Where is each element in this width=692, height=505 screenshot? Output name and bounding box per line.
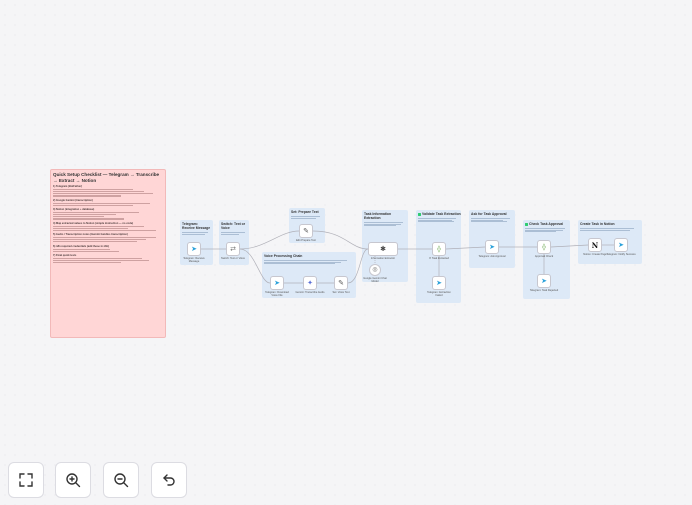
telegram-icon: ➤ (436, 279, 442, 287)
node-notion-create[interactable]: N (588, 238, 602, 252)
node-approval-check[interactable]: ⟠ (537, 240, 551, 254)
telegram-icon: ➤ (541, 277, 547, 285)
zoom-in-icon (66, 473, 81, 488)
node-if-task-extracted[interactable]: ⟠ (432, 242, 446, 256)
node-download-voice[interactable]: ➤ (270, 276, 284, 290)
checklist-title: Quick Setup Checklist — Telegram → Trans… (53, 172, 160, 183)
if-icon: ⟠ (542, 243, 546, 251)
node-information-extractor[interactable]: ✱ (368, 242, 398, 256)
edge (239, 230, 300, 250)
sticky-voice-chain[interactable]: Voice Processing Chain (262, 252, 356, 298)
telegram-icon: ➤ (191, 245, 197, 253)
checklist-section: 7) Final quick tests (53, 254, 77, 257)
node-gemini-model[interactable]: ◎ (369, 264, 381, 276)
checklist-section: 1) Telegram (BotFather) (53, 185, 83, 189)
node-transcribe[interactable]: ✦ (303, 276, 317, 290)
edge (239, 248, 271, 284)
edge (550, 244, 589, 248)
zoom-out-button[interactable] (103, 462, 139, 498)
checklist-section: 3) Notion (integration + database) (53, 208, 95, 212)
edge (445, 246, 486, 250)
edge (347, 248, 369, 284)
node-notify-success[interactable]: ➤ (614, 238, 628, 252)
ai-icon: ✱ (380, 245, 386, 253)
if-icon: ⟠ (437, 245, 441, 253)
pen-icon: ✎ (303, 227, 309, 235)
sticky-ask-approval[interactable]: Ask for Task Approval (469, 210, 515, 268)
node-telegram-receive[interactable]: ➤ (187, 242, 201, 256)
fit-view-button[interactable] (8, 462, 44, 498)
pen-icon: ✎ (338, 279, 344, 287)
telegram-icon: ➤ (489, 243, 495, 251)
edge (312, 230, 369, 250)
node-ask-approval[interactable]: ➤ (485, 240, 499, 254)
node-switch[interactable]: ⇄ (226, 242, 240, 256)
reset-zoom-button[interactable] (151, 462, 187, 498)
zoom-out-icon (114, 473, 129, 488)
switch-icon: ⇄ (230, 245, 236, 253)
fit-view-icon (19, 473, 33, 487)
node-task-rejected[interactable]: ➤ (537, 274, 551, 288)
checklist-section: 6) n8n required credentials (add these i… (53, 244, 110, 248)
checklist-section: 5) Audio / Transcription notes (Gemini h… (53, 233, 128, 237)
setup-checklist-note[interactable]: Quick Setup Checklist — Telegram → Trans… (50, 169, 166, 338)
telegram-icon: ➤ (618, 241, 624, 249)
node-extraction-failed[interactable]: ➤ (432, 276, 446, 290)
notion-icon: N (591, 240, 599, 250)
checklist-section: 2) Google Gemini (transcription) (53, 198, 93, 202)
zoom-in-button[interactable] (55, 462, 91, 498)
gemini-icon: ◎ (372, 266, 378, 273)
checklist-section: 4) Map extracted values to Notion (simpl… (53, 221, 134, 225)
node-set-voice-text[interactable]: ✎ (334, 276, 348, 290)
telegram-icon: ➤ (274, 279, 280, 287)
undo-icon (163, 474, 175, 486)
node-prepare-text[interactable]: ✎ (299, 224, 313, 238)
sparkle-icon: ✦ (307, 279, 313, 287)
